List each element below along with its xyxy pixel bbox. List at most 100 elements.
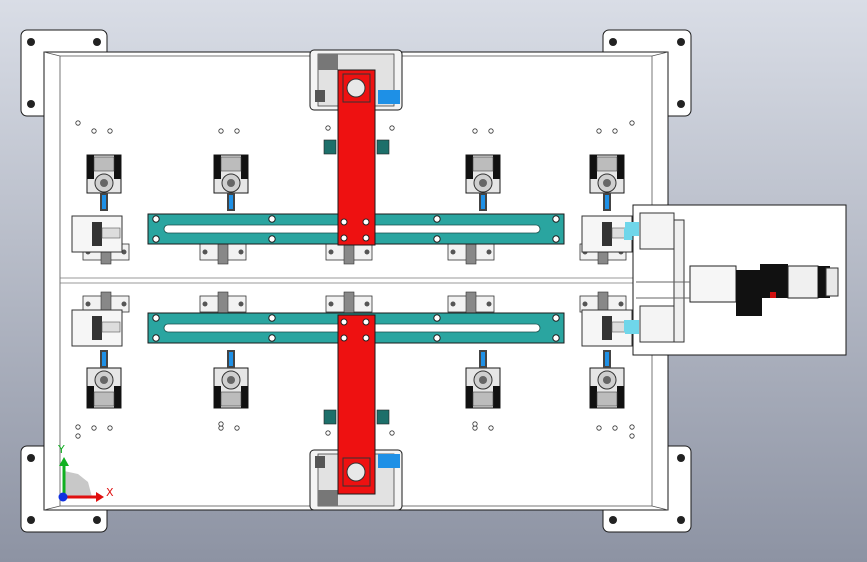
coordinate-triad: X Y (57, 443, 114, 502)
screw-hole (107, 128, 113, 134)
slide-block-post (343, 291, 355, 317)
slide-block (199, 291, 247, 317)
axis-y-label: Y (57, 443, 65, 456)
bracket-hole (27, 516, 35, 524)
cylinder-clamp-right (241, 386, 248, 408)
screw-hole (472, 421, 478, 427)
cylinder-clamp-right (114, 386, 121, 408)
screw-hole (91, 128, 97, 134)
cylinder-clamp-left (466, 155, 473, 179)
screw-hole (596, 128, 602, 134)
screw-hole (389, 430, 395, 436)
slide-screw (486, 249, 492, 255)
red-arm-bolt (362, 234, 370, 242)
cylinder-unit (589, 154, 625, 211)
plate-bevel-line (651, 505, 669, 511)
cylinder-unit (589, 350, 625, 409)
axis-x-arrowhead-icon (96, 492, 104, 502)
slide-block (447, 291, 495, 317)
bracket-hole (27, 100, 35, 108)
guide-bar-bolt (152, 235, 160, 243)
screw-hole (218, 128, 224, 134)
drive-side-block (318, 54, 338, 70)
drive-bolt-block (315, 90, 325, 102)
detail-fitting-top (639, 212, 675, 250)
screw-hole (629, 120, 635, 126)
screw-hole (107, 425, 113, 431)
axis-y-arrowhead-icon (59, 457, 69, 466)
guide-bar-bolt (268, 334, 276, 342)
screw-hole (612, 425, 618, 431)
screw-hole (91, 425, 97, 431)
detail-cyan-fitting (625, 222, 639, 236)
cylinder-core (100, 179, 108, 187)
cylinder-core (227, 179, 235, 187)
guide-bar-bolt (552, 235, 560, 243)
cylinder-core (100, 376, 108, 384)
guide-bar-bolt (552, 334, 560, 342)
slide-screw (582, 301, 588, 307)
guide-bar-bolt (152, 334, 160, 342)
drive-bolt-block (315, 456, 325, 468)
guide-bar-bolt (433, 334, 441, 342)
red-arm-bolt (362, 334, 370, 342)
guide-bar-bolt (268, 314, 276, 322)
guide-bar-bolt (152, 215, 160, 223)
end-block-core (92, 316, 102, 340)
solenoid-valve-detail-icon (625, 212, 839, 343)
detail-valve-body (787, 265, 819, 299)
bracket-hole (677, 38, 685, 46)
red-arms[interactable] (323, 69, 390, 495)
axis-z-dot-icon (58, 492, 68, 502)
red-arm-bolt (340, 234, 348, 242)
plate-bevel-line (651, 51, 669, 57)
detail-view-panel[interactable] (625, 204, 847, 356)
screw-hole (488, 425, 494, 431)
slide-screw (121, 301, 127, 307)
cylinder-core (479, 179, 487, 187)
slide-screw (450, 249, 456, 255)
slide-block (447, 239, 495, 265)
cylinder-unit (465, 350, 501, 409)
slide-block (579, 291, 627, 317)
screw-hole (234, 425, 240, 431)
triad-shade (64, 471, 92, 497)
red-arm-link (323, 139, 337, 155)
bracket-hole (677, 100, 685, 108)
bracket-hole (93, 516, 101, 524)
slide-screw (364, 249, 370, 255)
cylinder-face (93, 156, 115, 172)
detail-cyan-fitting (625, 320, 639, 334)
cylinder-face (596, 156, 618, 172)
drive-blue-fitting (378, 90, 400, 104)
screw-hole (612, 128, 618, 134)
screw-hole (75, 433, 81, 439)
detail-valve-block (689, 265, 737, 303)
cylinder-face (596, 391, 618, 407)
screw-hole (629, 433, 635, 439)
screw-hole (488, 128, 494, 134)
end-block-pin (101, 321, 121, 333)
detail-fitting-bottom (639, 305, 675, 343)
cylinder-clamp-right (493, 155, 500, 179)
cylinder-clamp-left (87, 155, 94, 179)
slide-screw (238, 301, 244, 307)
red-arm-link (376, 139, 390, 155)
red-arm-bolt (340, 218, 348, 226)
detail-end-plate (825, 267, 839, 297)
red-arm-bolt (340, 334, 348, 342)
red-arm-link (376, 409, 390, 425)
bracket-hole (27, 38, 35, 46)
cylinder-clamp-left (214, 155, 221, 179)
end-blocks (71, 215, 638, 347)
cylinder-unit (213, 154, 249, 211)
screw-hole (234, 128, 240, 134)
bracket-hole (677, 516, 685, 524)
red-arm-ball-frame (342, 73, 371, 103)
slide-block (325, 291, 373, 317)
cylinder-core (603, 179, 611, 187)
cylinder-clamp-right (241, 155, 248, 179)
bracket-hole (609, 516, 617, 524)
